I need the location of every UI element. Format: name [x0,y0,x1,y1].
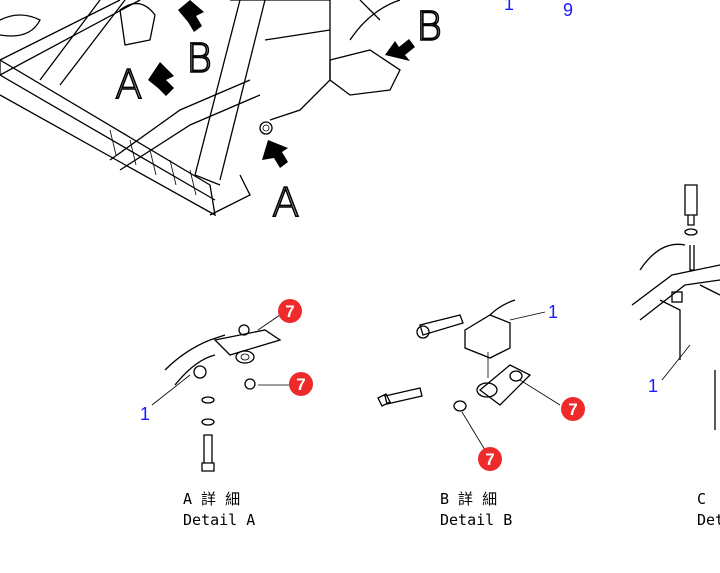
view-label-b: B [186,36,212,82]
ref-number[interactable]: 1 [548,302,558,322]
svg-text:7: 7 [485,450,494,469]
detail-c: 1 C Det [631,184,720,529]
arrow-b-icon [385,39,415,61]
ref-number[interactable]: 9 [563,0,573,20]
arrow-a-icon [262,140,288,168]
svg-text:7: 7 [568,400,577,419]
callout-7[interactable]: 7 [278,299,302,323]
ref-number[interactable]: 1 [504,0,514,14]
detail-a-caption-en: Detail A [183,511,255,529]
view-label-a: A [115,62,142,108]
svg-text:7: 7 [296,375,305,394]
arrow-b-icon [178,0,204,32]
ref-number[interactable]: 1 [648,376,658,396]
detail-b-caption-jp: B 詳 細 [440,490,497,508]
ref-number[interactable]: 1 [140,404,150,424]
view-label-a: A [272,180,299,226]
detail-c-caption-jp: C [697,490,706,508]
svg-text:7: 7 [285,302,294,321]
detail-a-caption-jp: A 詳 細 [183,490,240,508]
callout-7[interactable]: 7 [478,447,502,471]
callout-7[interactable]: 7 [561,397,585,421]
detail-b: 1 7 7 B 詳 細 Detail B [377,299,585,529]
detail-b-caption-en: Detail B [440,511,512,529]
frame-assembly-drawing: B A B A 1 9 [0,0,573,227]
callout-7[interactable]: 7 [289,372,313,396]
detail-a: 1 7 7 A 詳 細 Detail A [140,299,313,529]
detail-c-caption-en: Det [697,511,720,529]
arrow-a-icon [148,62,174,96]
view-label-b: B [416,4,442,50]
